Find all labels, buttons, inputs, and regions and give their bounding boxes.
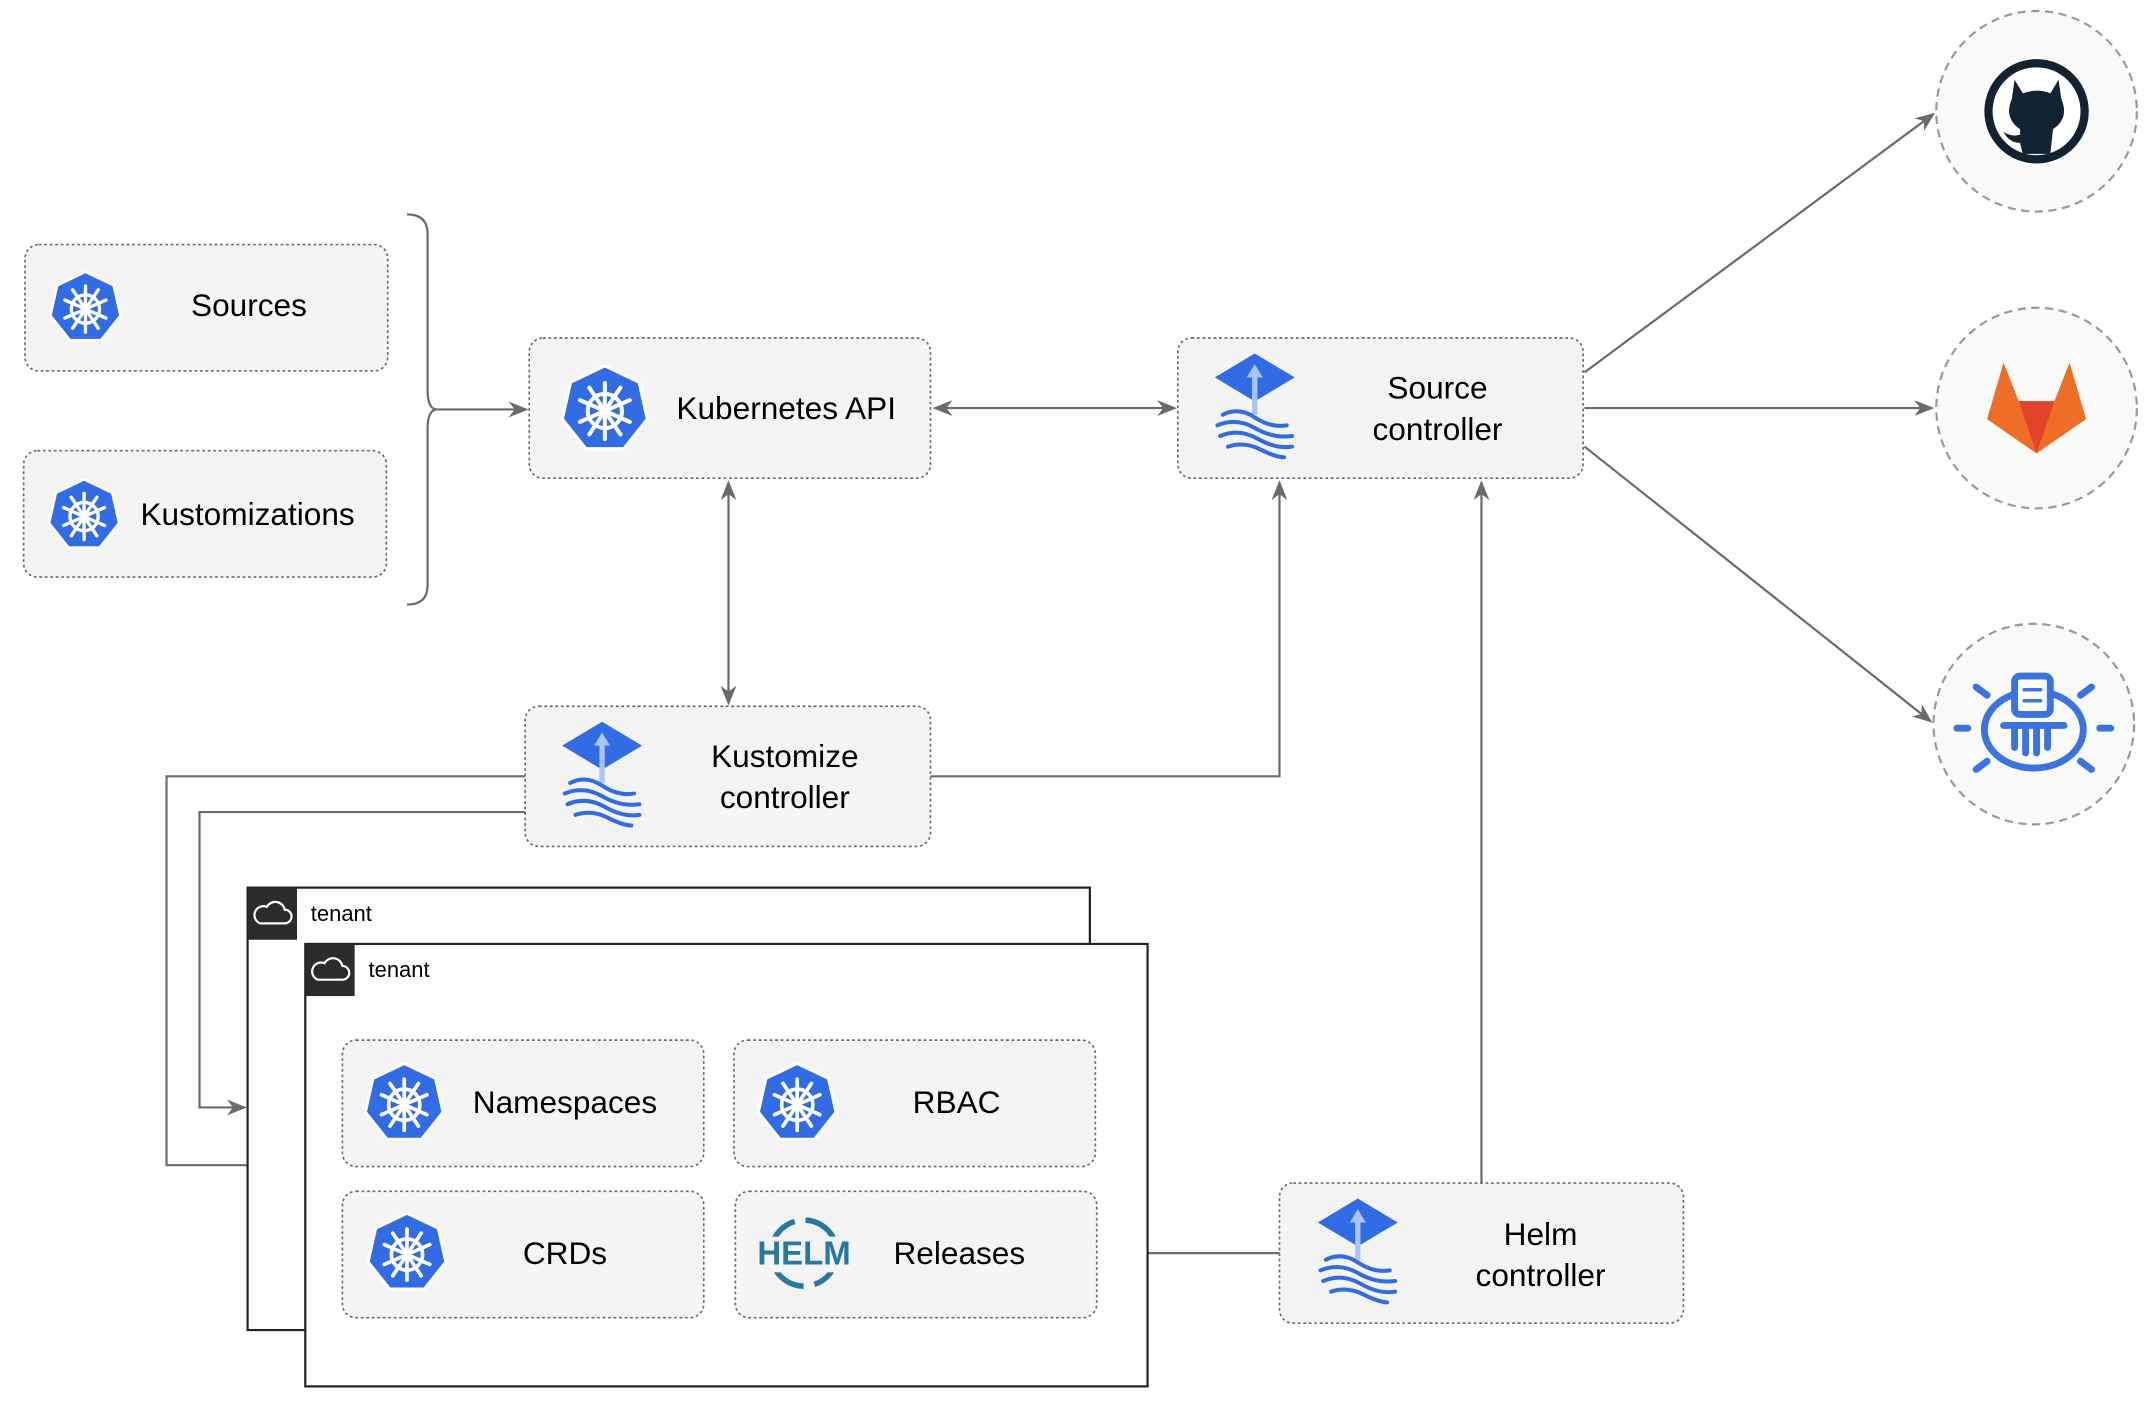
node-releases[interactable]: HELM Releases	[734, 1190, 1098, 1319]
tenant-label: tenant	[369, 957, 430, 982]
edges	[165, 112, 1936, 1262]
edge-kustomize-to-tenant-front	[165, 775, 526, 1174]
node-crds[interactable]: CRDs	[341, 1190, 705, 1319]
node-kustomizations[interactable]: Kustomizations	[22, 449, 388, 578]
gitlab-node[interactable]	[1935, 306, 2138, 510]
tenant-label: tenant	[311, 901, 372, 926]
node-source-controller[interactable]: Source controller	[1176, 337, 1584, 479]
helm-icon: HELM	[757, 1217, 851, 1289]
brace	[406, 213, 438, 606]
node-rbac[interactable]: RBAC	[733, 1039, 1097, 1168]
node-label-line1: Source	[1387, 370, 1487, 406]
node-label: Kustomizations	[140, 496, 354, 532]
github-node[interactable]	[1935, 9, 2138, 213]
edge-source-to-github	[1583, 112, 1936, 374]
tenant-front[interactable]: tenant Namespaces RBAC CRDs HELM Release…	[304, 942, 1149, 1388]
edge-source-to-bucket	[1583, 445, 1933, 723]
bucket-node[interactable]	[1932, 622, 2136, 826]
node-sources[interactable]: Sources	[24, 243, 389, 372]
github-icon	[1984, 59, 2089, 164]
cloud-icon	[247, 887, 298, 940]
cloud-icon	[305, 943, 355, 997]
node-label: RBAC	[913, 1084, 1001, 1120]
node-label: Namespaces	[473, 1084, 657, 1120]
node-label-line2: controller	[1476, 1257, 1606, 1293]
node-helm-controller[interactable]: Helm controller	[1278, 1182, 1685, 1325]
edge-kustomize-to-source	[930, 480, 1288, 778]
node-label: Sources	[191, 287, 307, 323]
bucket-icon	[1953, 672, 2115, 773]
gitlab-icon	[1987, 362, 2087, 454]
node-kustomize-controller[interactable]: Kustomize controller	[524, 705, 932, 848]
node-label-line1: Kustomize	[711, 738, 858, 774]
node-label-line2: controller	[720, 779, 850, 815]
node-kubernetes-api[interactable]: Kubernetes API	[528, 337, 932, 479]
node-label-line1: Helm	[1504, 1216, 1578, 1252]
node-label: CRDs	[523, 1235, 607, 1271]
svg-text:HELM: HELM	[757, 1235, 850, 1272]
node-label: Releases	[893, 1235, 1025, 1271]
node-namespaces[interactable]: Namespaces	[341, 1039, 705, 1168]
node-label-line2: controller	[1373, 411, 1503, 447]
edge-kustomize-to-tenant-back	[198, 810, 526, 1116]
node-label: Kubernetes API	[676, 390, 896, 426]
